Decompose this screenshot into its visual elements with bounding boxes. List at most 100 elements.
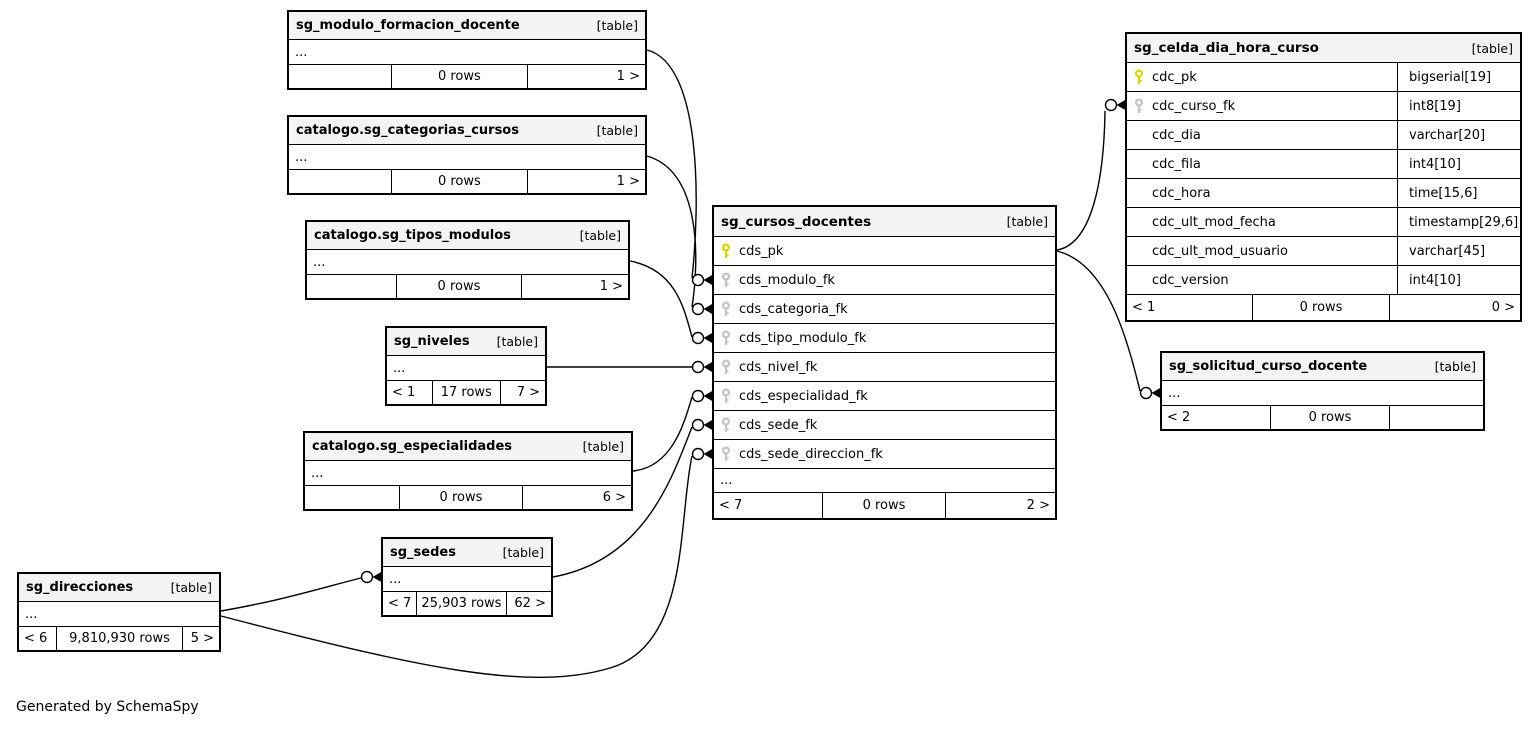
children-count [1390, 406, 1483, 429]
column-type: int8[19] [1409, 98, 1461, 114]
table-sg-solicitud-curso-docente[interactable]: sg_solicitud_curso_docente [table] ... <… [1160, 351, 1485, 431]
column-type: bigserial[19] [1409, 69, 1492, 85]
column-row-cdc-fila[interactable]: cdc_fila int4[10] [1127, 150, 1520, 179]
rel-endpoint-dot [691, 418, 705, 432]
primary-key-icon [721, 243, 731, 258]
table-title[interactable]: catalogo.sg_categorias_cursos [296, 123, 519, 138]
table-footer: 0 rows 1 > [307, 275, 628, 298]
rel-endpoint-dot [360, 570, 374, 584]
table-header: catalogo.sg_tipos_modulos [table] [307, 222, 628, 250]
table-title[interactable]: sg_modulo_formacion_docente [296, 18, 520, 33]
column-row-cdc-ult-mod-usuario[interactable]: cdc_ult_mod_usuario varchar[45] [1127, 237, 1520, 266]
column-row-cds-nivel-fk[interactable]: cds_nivel_fk [714, 353, 1055, 382]
rows-count: 0 rows [1253, 295, 1391, 320]
table-catalogo-sg-tipos-modulos[interactable]: catalogo.sg_tipos_modulos [table] ... 0 … [305, 220, 630, 300]
column-row-cdc-ult-mod-fecha[interactable]: cdc_ult_mod_fecha timestamp[29,6] [1127, 208, 1520, 237]
column-name: cds_sede_direccion_fk [739, 446, 883, 462]
table-title[interactable]: sg_celda_dia_hora_curso [1134, 40, 1319, 56]
collapsed-columns-row: ... [305, 461, 631, 486]
table-title[interactable]: catalogo.sg_especialidades [312, 439, 513, 454]
rel-categorias-to-cds-categoria-fk [646, 155, 697, 308]
table-tag: [table] [170, 580, 212, 595]
column-name: cdc_hora [1152, 185, 1211, 201]
collapsed-columns-row: ... [307, 250, 628, 275]
table-title[interactable]: sg_cursos_docentes [721, 213, 872, 230]
primary-key-icon [1134, 69, 1144, 84]
rel-endpoint-dot [691, 360, 705, 374]
rows-count: 0 rows [397, 275, 523, 298]
table-footer: < 1 17 rows 7 > [387, 381, 545, 404]
table-catalogo-sg-especialidades[interactable]: catalogo.sg_especialidades [table] ... 0… [303, 431, 633, 511]
collapsed-columns-row: ... [19, 602, 219, 627]
rel-endpoint-dot [1139, 386, 1153, 400]
table-title[interactable]: sg_solicitud_curso_docente [1169, 359, 1368, 374]
column-name: cdc_ult_mod_fecha [1152, 214, 1276, 230]
foreign-key-icon [721, 388, 731, 403]
table-footer: < 7 0 rows 2 > [714, 493, 1055, 518]
rel-endpoint-dot [691, 302, 705, 316]
rel-direcciones-to-sedes [220, 577, 362, 612]
column-type: varchar[45] [1409, 243, 1486, 259]
table-title[interactable]: sg_sedes [390, 545, 456, 560]
column-row-cds-modulo-fk[interactable]: cds_modulo_fk [714, 266, 1055, 295]
parents-count [307, 275, 397, 298]
table-header: sg_modulo_formacion_docente [table] [289, 12, 645, 40]
column-name: cdc_dia [1152, 127, 1201, 143]
parents-count: < 1 [387, 381, 433, 404]
table-title[interactable]: sg_niveles [394, 334, 470, 349]
table-header: catalogo.sg_categorias_cursos [table] [289, 117, 645, 145]
table-header: catalogo.sg_especialidades [table] [305, 433, 631, 461]
foreign-key-icon [721, 330, 731, 345]
children-count: 7 > [516, 385, 540, 400]
column-name: cds_especialidad_fk [739, 388, 868, 404]
table-sg-celda-dia-hora-curso[interactable]: sg_celda_dia_hora_curso [table] cdc_pk b… [1125, 32, 1522, 322]
rel-endpoint-dot [691, 389, 705, 403]
table-sg-cursos-docentes[interactable]: sg_cursos_docentes [table] cds_pk cds_mo… [712, 205, 1057, 520]
column-name: cdc_curso_fk [1152, 98, 1236, 114]
table-header: sg_solicitud_curso_docente [table] [1162, 353, 1483, 381]
column-row-cds-tipo-modulo-fk[interactable]: cds_tipo_modulo_fk [714, 324, 1055, 353]
rows-count: 0 rows [400, 486, 524, 509]
column-row-cds-pk[interactable]: cds_pk [714, 237, 1055, 266]
column-row-cdc-hora[interactable]: cdc_hora time[15,6] [1127, 179, 1520, 208]
column-row-cds-sede-direccion-fk[interactable]: cds_sede_direccion_fk [714, 440, 1055, 469]
table-sg-sedes[interactable]: sg_sedes [table] ... < 7 25,903 rows 62 … [381, 537, 553, 617]
table-sg-niveles[interactable]: sg_niveles [table] ... < 1 17 rows 7 > [385, 326, 547, 406]
column-name: cds_pk [739, 243, 784, 259]
column-name: cds_categoria_fk [739, 301, 848, 317]
table-footer: 0 rows 1 > [289, 65, 645, 88]
children-count: 0 > [1491, 300, 1515, 315]
foreign-key-icon [1134, 98, 1144, 113]
table-tag: [table] [596, 18, 638, 33]
table-catalogo-sg-categorias-cursos[interactable]: catalogo.sg_categorias_cursos [table] ..… [287, 115, 647, 195]
column-row-cdc-version[interactable]: cdc_version int4[10] [1127, 266, 1520, 295]
column-row-cds-sede-fk[interactable]: cds_sede_fk [714, 411, 1055, 440]
rel-endpoint-dot [691, 273, 705, 287]
table-footer: 0 rows 6 > [305, 486, 631, 509]
table-title[interactable]: sg_direcciones [26, 580, 134, 595]
column-row-cdc-pk[interactable]: cdc_pk bigserial[19] [1127, 63, 1520, 92]
rel-tipos-to-cds-tipo-modulo-fk [629, 260, 693, 338]
column-row-cds-categoria-fk[interactable]: cds_categoria_fk [714, 295, 1055, 324]
table-header: sg_direcciones [table] [19, 574, 219, 602]
foreign-key-icon [721, 359, 731, 374]
column-name: cds_tipo_modulo_fk [739, 330, 867, 346]
column-row-cdc-dia[interactable]: cdc_dia varchar[20] [1127, 121, 1520, 150]
rows-count: 9,810,930 rows [57, 627, 183, 650]
table-sg-modulo-formacion-docente[interactable]: sg_modulo_formacion_docente [table] ... … [287, 10, 647, 90]
column-row-cdc-curso-fk[interactable]: cdc_curso_fk int8[19] [1127, 92, 1520, 121]
column-type: int4[10] [1409, 272, 1461, 288]
column-name: cds_modulo_fk [739, 272, 835, 288]
column-name: cdc_pk [1152, 69, 1197, 85]
table-title[interactable]: catalogo.sg_tipos_modulos [314, 228, 511, 243]
rows-count: 0 rows [1271, 406, 1390, 429]
collapsed-columns-row: ... [1162, 381, 1483, 406]
table-tag: [table] [1006, 214, 1048, 229]
table-tag: [table] [1471, 40, 1513, 56]
column-name: cds_nivel_fk [739, 359, 818, 375]
rows-count: 17 rows [433, 381, 501, 404]
table-sg-direcciones[interactable]: sg_direcciones [table] ... < 6 9,810,930… [17, 572, 221, 652]
children-count: 5 > [190, 631, 214, 646]
rel-especialidades-to-cds-especialidad-fk [632, 396, 693, 472]
column-row-cds-especialidad-fk[interactable]: cds_especialidad_fk [714, 382, 1055, 411]
